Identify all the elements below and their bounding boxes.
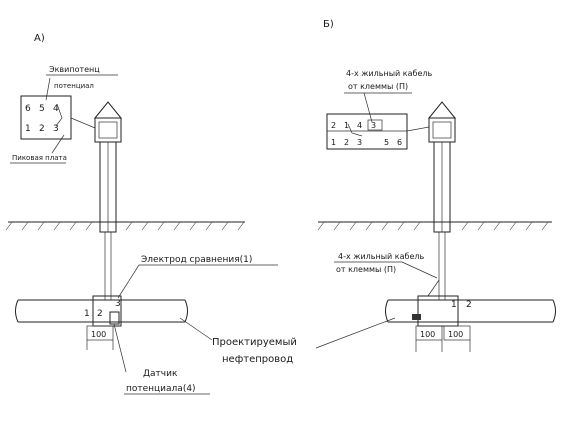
panel-a-callout-top-line2: потенциал	[54, 82, 94, 90]
panel-b-post-panel	[432, 121, 452, 139]
panel-b-dimension-2: 100	[448, 330, 463, 339]
pipeline-leader-right	[315, 317, 396, 349]
panel-b-pipe-left-end	[385, 299, 389, 323]
panel-b-callout-top-line2: от клеммы (П)	[348, 82, 408, 91]
panel-b-terminal-frame	[367, 119, 383, 131]
panel-a-post-panel	[98, 121, 118, 139]
pipe-number-1: 1	[84, 309, 90, 319]
panel-b-post-cap	[427, 101, 457, 119]
panel-b-terminal-block	[326, 113, 408, 150]
panel-a-ground-hatching	[5, 221, 245, 231]
panel-b-pipe-number-2: 2	[466, 300, 472, 310]
panel-b-callout-cable-line1: 4-х жильный кабель	[338, 252, 424, 261]
terminal-2: 2	[39, 124, 45, 134]
panel-a-callout-top-line1: Эквипотенц	[49, 65, 100, 74]
panel-b-callout-leader	[363, 92, 373, 123]
plate-leader	[51, 134, 65, 154]
panel-a-dimension: 100	[91, 330, 106, 339]
panel-b-pipe-number-1: 1	[451, 300, 457, 310]
panel-b-terminal-1: 1	[344, 121, 349, 130]
pipeline-leader-left	[179, 317, 213, 341]
panel-b-callout-top-line1: 4-х жильный кабель	[346, 69, 432, 78]
panel-b-leader-to-post	[406, 126, 430, 132]
pipeline-label-line2: нефтепровод	[222, 354, 293, 365]
panel-b-dimension-box-1	[415, 325, 443, 341]
panel-a-electrode	[109, 311, 120, 325]
panel-b-terminal-b3: 3	[357, 138, 362, 147]
pipeline-label-line1: Проектируемый	[212, 337, 297, 348]
sensor-leader	[113, 323, 127, 373]
panel-b-dimension-1: 100	[420, 330, 435, 339]
panel-b-terminal-3: 3	[371, 121, 376, 130]
terminal-1: 1	[25, 124, 31, 134]
panel-b-dimension-box-2	[443, 325, 471, 341]
panel-b-terminal-4: 4	[357, 121, 362, 130]
terminal-5: 5	[39, 104, 45, 114]
jumper-wire	[55, 103, 63, 127]
terminal-6: 6	[25, 104, 31, 114]
callout-leader	[45, 77, 51, 101]
panel-b-terminal-5: 5	[384, 138, 389, 147]
panel-a-label: А)	[34, 33, 45, 44]
panel-b-cable-leader	[401, 261, 438, 279]
pipe-number-3: 3	[115, 299, 121, 309]
leader-to-post	[70, 117, 96, 129]
panel-a-terminal-block	[20, 95, 72, 140]
panel-b-pipe-right-end	[552, 299, 556, 323]
panel-b-jumper	[347, 123, 363, 137]
panel-b-terminal-6: 6	[397, 138, 402, 147]
panel-b-electrode	[412, 314, 421, 320]
panel-a-pipe-left-end	[15, 299, 19, 323]
panel-a-callout-plate: Пиковая плата	[12, 154, 67, 162]
panel-b-terminal-2: 2	[331, 121, 336, 130]
panel-a-electrode-label: Электрод сравнения(1)	[141, 255, 252, 265]
panel-b-terminal-b2: 2	[344, 138, 349, 147]
panel-a-pipe-right-end	[184, 299, 188, 323]
panel-b-terminal-b1: 1	[331, 138, 336, 147]
panel-b-label: Б)	[323, 19, 334, 30]
panel-a-dimension-box	[86, 325, 114, 341]
panel-b-ground-hatching	[317, 221, 549, 231]
terminal-3: 3	[53, 124, 59, 134]
terminal-4: 4	[53, 104, 59, 114]
panel-a-post-cap	[93, 101, 123, 119]
panel-b-callout-cable-line2: от клеммы (П)	[336, 265, 396, 274]
panel-a-sensor-line2: потенциала(4)	[126, 384, 196, 394]
pipe-number-2: 2	[97, 309, 103, 319]
panel-b-cable-branch	[427, 279, 440, 297]
panel-a-sensor-line1: Датчик	[143, 369, 178, 379]
electrode-leader	[117, 264, 140, 299]
